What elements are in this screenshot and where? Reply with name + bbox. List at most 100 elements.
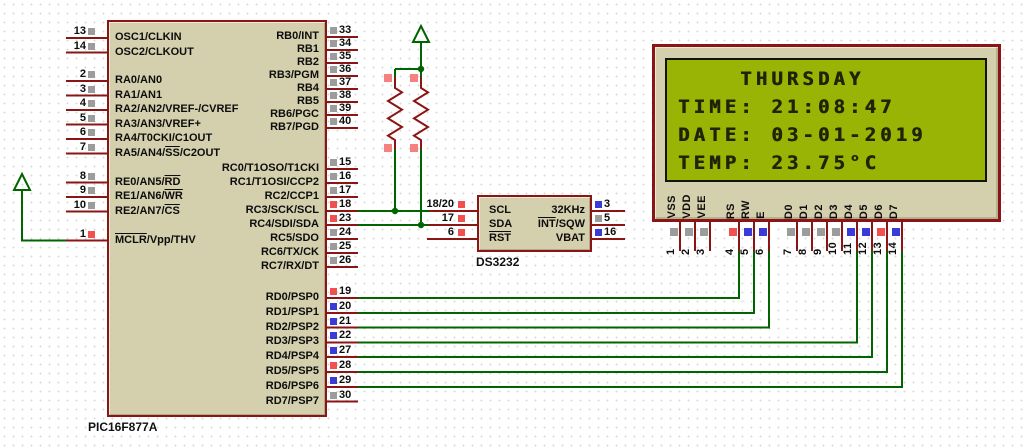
rtc-pin-square-SDA <box>458 215 465 222</box>
wire-junction <box>391 207 399 215</box>
wire <box>358 251 873 359</box>
pic-pin-square-13 <box>88 28 95 35</box>
lcd-pin-name: RS <box>725 202 737 219</box>
pic-pin-number: 7 <box>79 140 86 153</box>
lcd-pin-number: 14 <box>887 241 899 255</box>
rtc-pin-number: 5 <box>604 212 611 224</box>
pic-pin-square-25 <box>330 243 337 250</box>
pic-pin-number: 19 <box>339 285 352 297</box>
rtc-pin-number: 17 <box>441 212 454 224</box>
pic-pin-number: 13 <box>73 25 86 37</box>
lcd-pin-name: D1 <box>798 203 810 219</box>
lcd-pin-number: 3 <box>695 248 707 255</box>
lcd-pin-square-VEE <box>700 228 708 236</box>
pic-pin-number: 24 <box>339 226 352 238</box>
lcd-pin-number: 2 <box>680 248 692 255</box>
pic-pin-name: RE2/AN7/CS <box>115 204 180 217</box>
lcd-pin-square-D0 <box>787 228 795 236</box>
pic-pin-name: RC4/SDI/SDA <box>249 218 319 230</box>
lcd-pin-square-VSS <box>670 228 678 236</box>
pic-pin-name: RE0/AN5/RD <box>115 175 181 188</box>
pic-pin-name: RC2/CCP1 <box>264 190 319 202</box>
pic-pin-square-21 <box>330 317 337 325</box>
pic-pin-square-8 <box>88 172 95 180</box>
lcd-pin-name: D2 <box>813 203 825 219</box>
pic-pin-square-22 <box>330 332 337 340</box>
lcd-screen: THURSDAY TIME: 21:08:47 DATE: 03-01-2019… <box>665 58 987 182</box>
pic16f877a-chip[interactable] <box>107 20 327 417</box>
rtc-pin-name: INT/SQW <box>537 218 585 230</box>
ds3232-chip[interactable] <box>477 195 592 252</box>
pic-pin-name: RC0/T1OSO/T1CKI <box>221 162 319 174</box>
rtc-pin-number: 3 <box>604 198 611 210</box>
pic-pin-name: MCLR/Vpp/THV <box>115 233 196 246</box>
resistor-terminal-square <box>410 144 418 152</box>
pullup-resistor <box>386 77 404 149</box>
lcd-pin-number: 9 <box>812 248 824 255</box>
lcd-pin-name: VSS <box>666 195 678 219</box>
lcd-pin-square-D3 <box>832 228 840 236</box>
lcd-pin-name: E <box>755 211 767 219</box>
pic-pin-name: OSC1/CLKIN <box>115 31 182 43</box>
lcd-pin-name: VDD <box>681 194 693 219</box>
ds3232-label: DS3232 <box>476 255 520 269</box>
lcd-pin-number: 5 <box>739 248 751 255</box>
pic-pin-name: RB3/PGM <box>268 69 319 81</box>
pic-pin-number: 25 <box>339 240 352 252</box>
pic-pin-number: 22 <box>339 329 352 342</box>
pic-pin-name: RD5/PSP5 <box>265 365 319 377</box>
wire <box>358 251 888 373</box>
pic-pin-name: RD1/PSP1 <box>265 305 319 318</box>
pic-pin-square-16 <box>330 173 337 180</box>
pic-pin-number: 9 <box>79 184 86 196</box>
pic-pin-square-18 <box>330 201 337 208</box>
lcd-pin-name: VEE <box>696 195 708 219</box>
lcd-pin-square-D2 <box>817 228 825 236</box>
lcd-line-day: THURSDAY <box>678 68 865 90</box>
wire <box>358 251 740 299</box>
pic-pin-square-40 <box>330 118 337 125</box>
lcd-pin-name: D6 <box>873 203 885 219</box>
power-arrow-icon <box>411 23 431 43</box>
resistor-terminal-square <box>384 74 392 82</box>
pic-pin-number: 2 <box>79 68 86 80</box>
rtc-pin-square-RST <box>458 229 465 236</box>
rtc-pin-square-VBAT <box>595 229 602 236</box>
wire-junction <box>417 221 425 229</box>
pic-pin-name: RD2/PSP2 <box>265 320 319 333</box>
lcd-pin-number: 6 <box>754 248 766 255</box>
pic-pin-name: RA1/AN1 <box>115 88 163 101</box>
power-arrow-icon <box>12 171 32 191</box>
pic-pin-square-3 <box>88 85 95 93</box>
pic-pin-square-5 <box>88 114 95 122</box>
lcd-pin-square-E <box>759 228 767 236</box>
pic-pin-number: 20 <box>339 299 352 312</box>
lcd-pin-square-VDD <box>685 228 693 236</box>
pic-pin-number: 18 <box>339 198 352 210</box>
pic-pin-name: RA4/T0CKI/C1OUT <box>115 132 213 144</box>
pic-pin-name: OSC2/CLKOUT <box>115 45 194 58</box>
pic-pin-name: RB2 <box>296 56 319 68</box>
pic-pin-square-20 <box>330 302 337 310</box>
pic-pin-square-6 <box>88 129 95 136</box>
pic-pin-number: 4 <box>79 97 86 109</box>
wire <box>21 190 66 242</box>
pic-pin-square-24 <box>330 229 337 236</box>
lcd-pin-name: D4 <box>843 203 855 219</box>
pic-pin-number: 17 <box>339 184 352 196</box>
pic-pin-square-10 <box>88 201 95 209</box>
pic-pin-square-34 <box>330 40 337 47</box>
lcd-pin-square-D7 <box>892 228 900 236</box>
pic-pin-number: 15 <box>339 156 352 168</box>
pic-pin-name: RC3/SCK/SCL <box>245 204 319 216</box>
resistor-terminal-square <box>384 144 392 152</box>
pic-pin-number: 26 <box>339 254 352 266</box>
rtc-pin-square-INT/SQW <box>595 215 602 222</box>
rtc-pin-number: 6 <box>447 226 454 238</box>
rtc-pin-name: RST <box>489 232 511 244</box>
pic-pin-number: 21 <box>339 314 352 327</box>
pic-pin-name: RB5 <box>296 95 319 107</box>
lcd-pin-square-D1 <box>802 228 810 236</box>
pic-pin-square-14 <box>88 42 95 50</box>
